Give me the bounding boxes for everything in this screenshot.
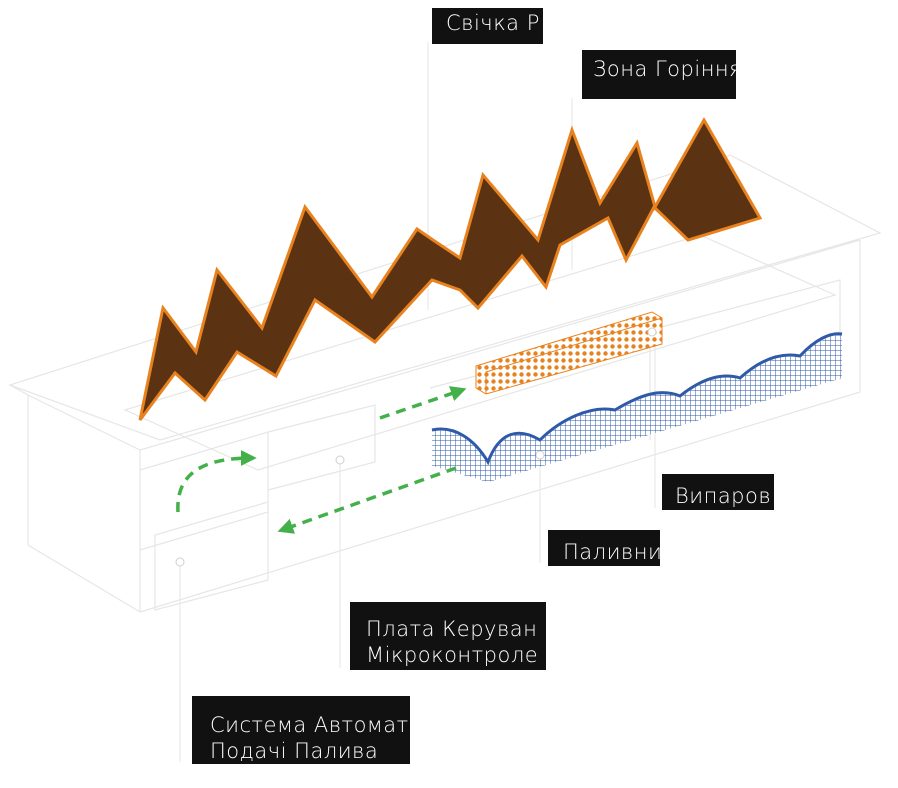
label-spark-plug: Свічка Р	[432, 8, 543, 44]
flow-arrow-up	[176, 450, 257, 513]
label-fuel-system-line2: Подачі Палива	[210, 739, 379, 763]
fuel-tank-shape	[432, 333, 842, 482]
evaporator-shape	[475, 311, 663, 395]
flow-arrow-to-evaporator	[379, 386, 467, 420]
label-fuel-tank-text: Паливни	[563, 540, 660, 564]
fireplace-body	[8, 154, 882, 613]
label-control-board-line2: Мікроконтроле	[366, 643, 539, 667]
label-fuel-system: Система Автомат Подачі Палива	[192, 696, 410, 764]
fuel-tank-anchor	[535, 450, 545, 460]
control-board-anchor	[335, 455, 345, 465]
label-control-board-line1: Плата Керуван	[366, 617, 538, 641]
label-evaporator: Випаров	[662, 474, 774, 510]
label-combustion-zone-text: Зона Горіння	[593, 57, 736, 81]
label-combustion-zone: Зона Горіння	[582, 50, 736, 99]
label-evaporator-text: Випаров	[675, 484, 772, 508]
label-spark-plug-text: Свічка Р	[446, 11, 540, 35]
label-fuel-tank: Паливни	[548, 530, 660, 566]
label-fuel-system-line1: Система Автомат	[210, 713, 409, 737]
fuel-tank-wave	[431, 332, 843, 466]
flame-shape	[138, 116, 763, 421]
fuel-system-anchor	[175, 557, 185, 567]
flow-arrow-return	[277, 466, 457, 534]
label-control-board: Плата Керуван Мікроконтроле	[350, 602, 546, 670]
